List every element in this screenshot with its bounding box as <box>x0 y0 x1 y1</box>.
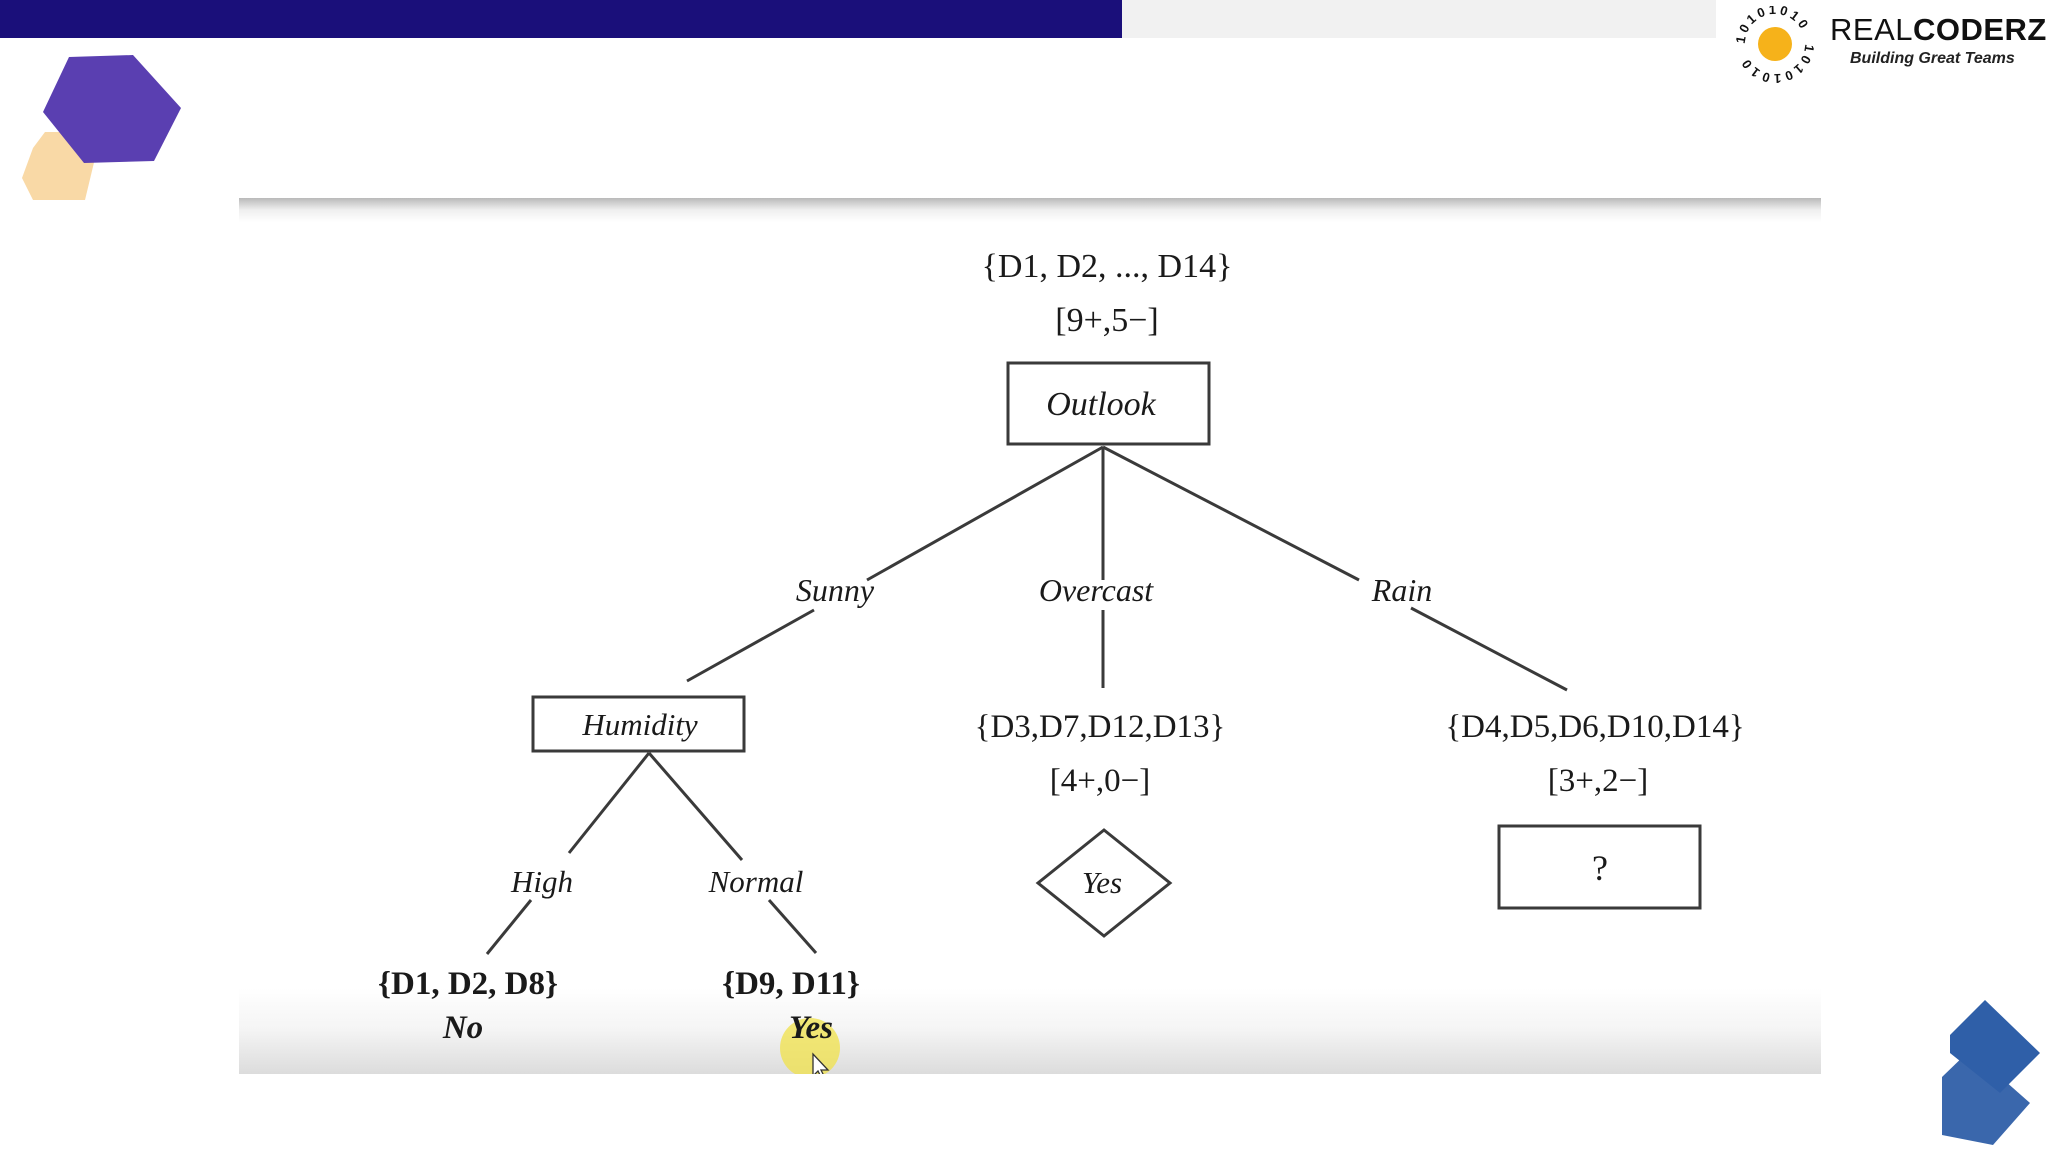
branch-sunny: Sunny <box>796 572 875 608</box>
logo-brand-bold: CODERZ <box>1912 12 2047 47</box>
edge-outlook-rain-upper <box>1102 445 1360 582</box>
branch-overcast: Overcast <box>1039 572 1154 608</box>
edge-humidity-high-upper <box>567 752 651 854</box>
edge-outlook-rain-lower <box>1410 606 1568 692</box>
logo-brand-light: REAL <box>1830 12 1913 47</box>
rain-counts: [3+,2−] <box>1548 763 1648 799</box>
branch-high: High <box>510 864 573 899</box>
rain-set: {D4,D5,D6,D10,D14} <box>1445 709 1744 745</box>
logo-brand: REALCODERZ <box>1830 12 2047 47</box>
root-counts: [9+,5−] <box>1055 302 1159 339</box>
normal-leaf-label: Yes <box>789 1010 833 1046</box>
edge-humidity-normal-lower <box>767 899 818 954</box>
overcast-set: {D3,D7,D12,D13} <box>975 709 1226 745</box>
normal-leaf-set: {D9, D11} <box>722 966 860 1002</box>
outlook-node <box>1006 361 1211 446</box>
slide-frame: {D1, D2, ..., D14} [9+,5−] Outlook Sunny… <box>239 198 1821 1074</box>
corner-shape-lower <box>1942 1050 2030 1145</box>
outlook-label: Outlook <box>1046 386 1156 423</box>
humidity-label: Humidity <box>581 707 698 742</box>
decorative-corner-shape <box>1942 1000 2040 1145</box>
rain-unknown-node <box>1497 824 1702 910</box>
humidity-node <box>531 695 746 753</box>
edge-outlook-sunny-lower <box>686 608 815 683</box>
overcast-yes-label: Yes <box>1082 865 1122 900</box>
decorative-hexagons <box>22 55 181 200</box>
sun-binary-icon: 10101010 10101010 <box>1733 6 1818 84</box>
sun-core <box>1758 27 1792 61</box>
overcast-yes-leaf <box>1035 828 1173 938</box>
top-accent-bar <box>0 0 1122 38</box>
overcast-counts: [4+,0−] <box>1050 763 1150 799</box>
purple-hexagon <box>43 55 181 163</box>
realcoderz-logo: 10101010 10101010 REALCODERZ Building Gr… <box>1732 6 2048 84</box>
rain-unknown-label: ? <box>1592 848 1608 888</box>
branch-normal: Normal <box>708 864 804 899</box>
high-leaf-set: {D1, D2, D8} <box>378 966 558 1002</box>
cursor-highlight <box>780 1018 840 1074</box>
mouse-cursor-icon <box>812 1052 830 1074</box>
edge-humidity-high-lower <box>485 899 533 955</box>
edge-humidity-normal-upper <box>647 752 744 861</box>
edge-outlook-sunny-upper <box>866 445 1104 582</box>
top-light-bar <box>1122 0 1716 38</box>
decision-tree-diagram: {D1, D2, ..., D14} [9+,5−] Outlook Sunny… <box>378 248 1745 1074</box>
branch-rain: Rain <box>1371 572 1432 608</box>
root-set: {D1, D2, ..., D14} <box>982 248 1233 285</box>
logo-tagline: Building Great Teams <box>1850 50 2015 67</box>
high-leaf-label: No <box>442 1010 483 1046</box>
